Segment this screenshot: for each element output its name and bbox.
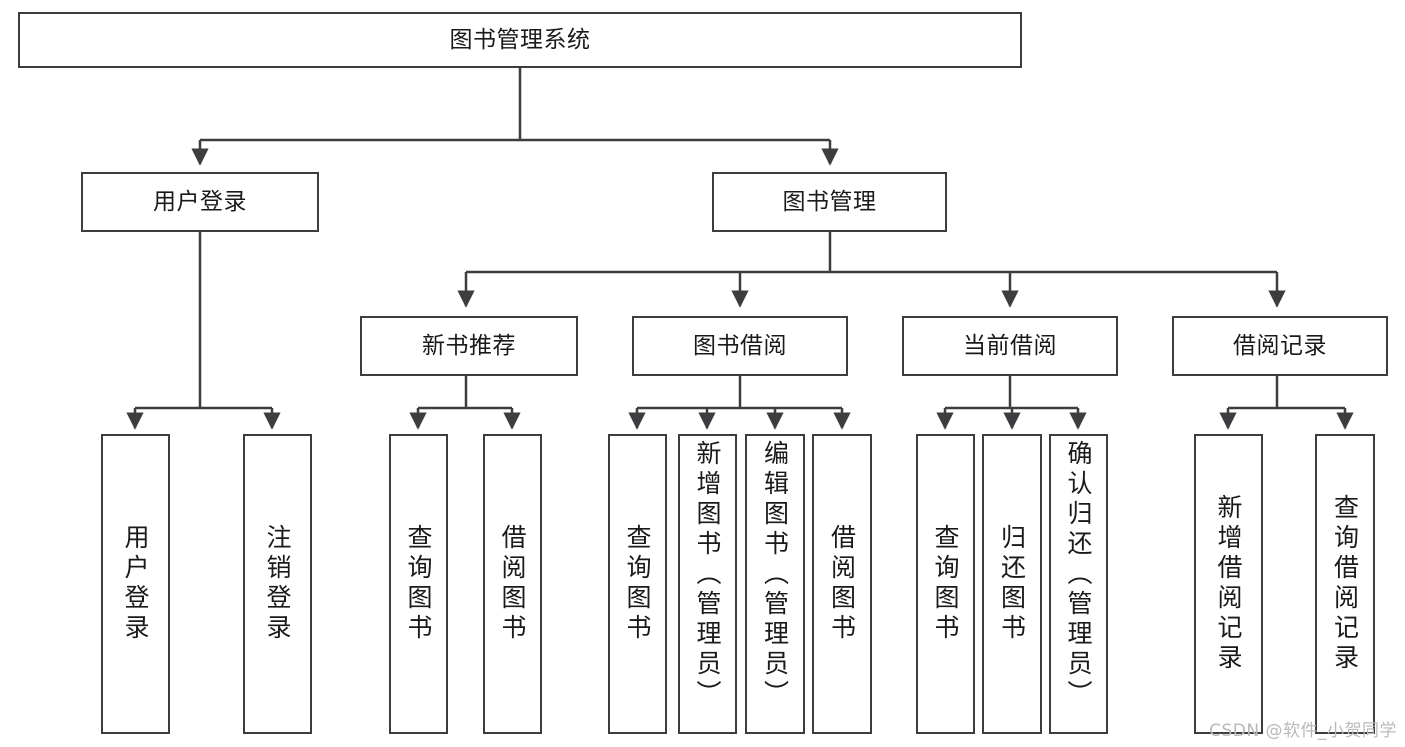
leaf-label: 查询图书 — [404, 524, 433, 644]
leaf-book-borrow-add-book-admin[interactable]: 新增图书（管理员） — [678, 434, 737, 734]
leaf-new-book-query-book[interactable]: 查询图书 — [389, 434, 448, 734]
leaf-label: 确认归还（管理员） — [1064, 440, 1093, 710]
leaf-label: 借阅图书 — [827, 524, 857, 644]
leaf-label: 查询图书 — [931, 524, 960, 644]
node-borrow-record-label: 借阅记录 — [1233, 332, 1327, 359]
node-book-management[interactable]: 图书管理 — [712, 172, 947, 232]
leaf-book-borrow-borrow-book[interactable]: 借阅图书 — [812, 434, 872, 734]
node-book-borrow-label: 图书借阅 — [693, 332, 787, 359]
node-book-management-label: 图书管理 — [782, 188, 877, 215]
leaf-label: 编辑图书（管理员） — [760, 440, 790, 710]
node-current-borrow-label: 当前借阅 — [963, 332, 1057, 359]
leaf-label: 查询图书 — [623, 524, 652, 644]
node-borrow-record[interactable]: 借阅记录 — [1172, 316, 1388, 376]
leaf-book-borrow-query-book[interactable]: 查询图书 — [608, 434, 667, 734]
leaf-label: 注销登录 — [263, 524, 292, 644]
leaf-user-login-login[interactable]: 用户登录 — [101, 434, 170, 734]
leaf-borrow-record-query-record[interactable]: 查询借阅记录 — [1315, 434, 1375, 734]
node-new-book-recommend[interactable]: 新书推荐 — [360, 316, 578, 376]
leaf-current-borrow-query-book[interactable]: 查询图书 — [916, 434, 975, 734]
leaf-label: 新增图书（管理员） — [693, 440, 722, 710]
leaf-label: 借阅图书 — [498, 524, 527, 644]
node-root-label: 图书管理系统 — [449, 26, 591, 53]
leaf-borrow-record-add-record[interactable]: 新增借阅记录 — [1194, 434, 1263, 734]
node-book-borrow[interactable]: 图书借阅 — [632, 316, 848, 376]
leaf-label: 查询借阅记录 — [1330, 494, 1360, 674]
node-root[interactable]: 图书管理系统 — [18, 12, 1022, 68]
node-current-borrow[interactable]: 当前借阅 — [902, 316, 1118, 376]
leaf-current-borrow-confirm-return-admin[interactable]: 确认归还（管理员） — [1049, 434, 1108, 734]
leaf-label: 新增借阅记录 — [1214, 494, 1243, 674]
node-new-book-recommend-label: 新书推荐 — [422, 332, 516, 359]
leaf-new-book-borrow-book[interactable]: 借阅图书 — [483, 434, 542, 734]
node-user-login[interactable]: 用户登录 — [81, 172, 319, 232]
leaf-label: 归还图书 — [997, 524, 1027, 644]
leaf-label: 用户登录 — [121, 524, 150, 644]
node-user-login-label: 用户登录 — [153, 188, 247, 215]
leaf-current-borrow-return-book[interactable]: 归还图书 — [982, 434, 1042, 734]
leaf-book-borrow-edit-book-admin[interactable]: 编辑图书（管理员） — [745, 434, 805, 734]
watermark-text: CSDN @软件_小贺同学 — [1209, 721, 1397, 741]
leaf-user-login-logout[interactable]: 注销登录 — [243, 434, 312, 734]
